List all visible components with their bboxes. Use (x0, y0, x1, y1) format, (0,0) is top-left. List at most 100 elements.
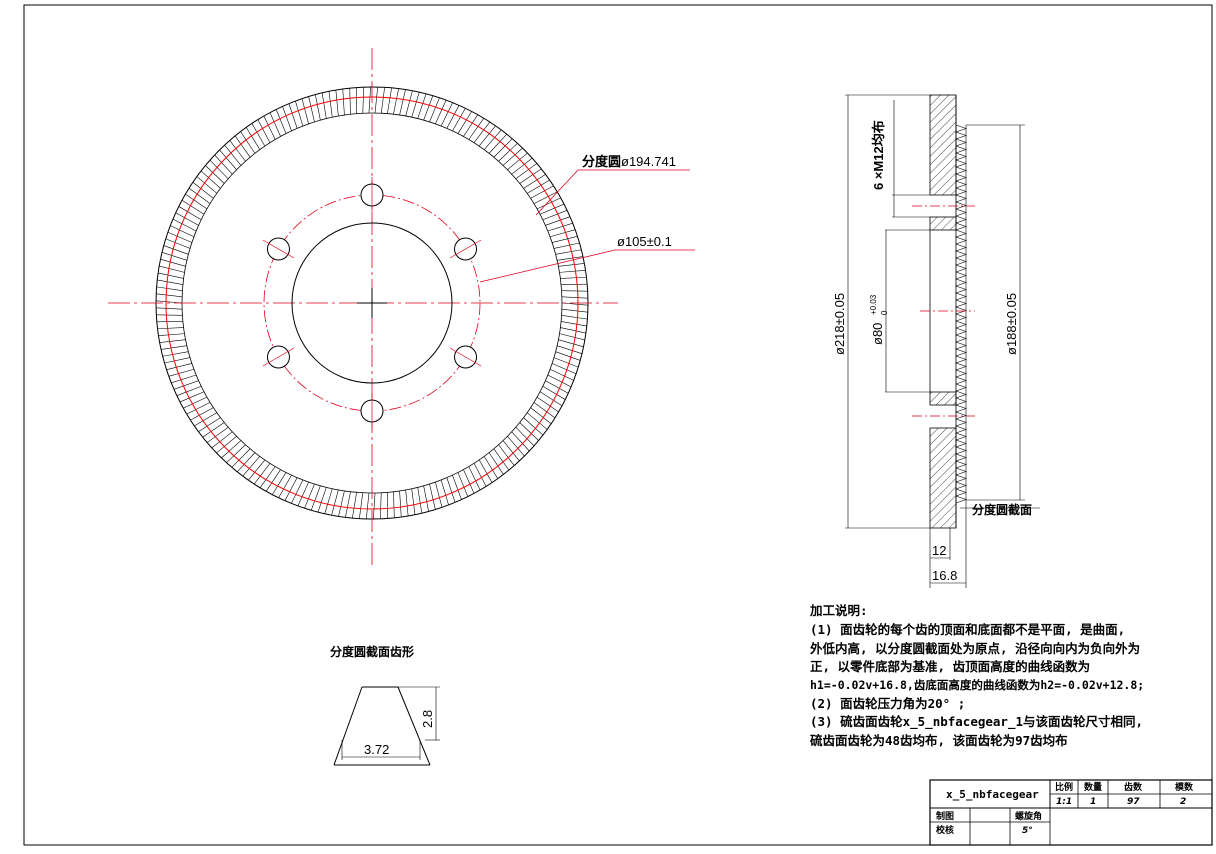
tooth-line (156, 307, 183, 310)
tooth-line (561, 321, 587, 327)
tooth-line (523, 174, 546, 189)
tooth-line (463, 114, 479, 137)
tooth-line (304, 483, 315, 509)
tooth-line (278, 474, 292, 498)
tooth-line (229, 140, 246, 162)
tooth-line (530, 185, 554, 199)
tooth-line (194, 412, 218, 427)
bore-diameter-label: ø80 (870, 323, 885, 345)
section-upper-a (929, 94, 957, 196)
tooth-line (297, 481, 309, 507)
tooth-line (511, 157, 533, 175)
bore-tol-lower: 0 (880, 310, 889, 315)
pitch-leader (535, 169, 579, 216)
tooth-line (190, 407, 214, 421)
tooth-line (315, 94, 321, 121)
bore-tol-upper: +0.03 (869, 294, 878, 315)
tooth-line (291, 479, 304, 504)
tooth-line (547, 222, 573, 232)
tooth-line (446, 477, 456, 503)
tooth-line (457, 111, 472, 134)
tooth-line (198, 417, 221, 432)
tooth-line (507, 436, 525, 457)
tooth-line (156, 293, 183, 298)
tooth-line (561, 315, 588, 320)
tooth-line (214, 154, 233, 175)
tooth-line (493, 448, 510, 471)
tooth-line (234, 135, 251, 158)
value-qty: 1 (1090, 797, 1096, 807)
tooth-line (463, 469, 475, 494)
tooth-line (161, 345, 187, 350)
tooth-line (423, 485, 429, 512)
tooth-height-label: 2.8 (420, 710, 435, 728)
tooth-line (405, 489, 409, 516)
profile-left-flank (333, 686, 363, 766)
tooth-line (272, 472, 287, 495)
header-scale: 比例 (1055, 781, 1073, 793)
tooth-line (533, 191, 558, 204)
tooth-line (209, 159, 229, 179)
tooth-line (488, 134, 508, 154)
tooth-line (248, 459, 266, 481)
tooth-line (523, 417, 544, 436)
tooth-line (335, 90, 339, 117)
tooth-line (561, 308, 588, 313)
tooth-line (555, 351, 581, 361)
tooth-line (352, 492, 357, 519)
bolt-hole-centerline (262, 347, 295, 367)
note-line-1: (1) 面齿轮的每个齿的顶面和底面都不是平面, 是曲面, (810, 622, 1125, 637)
tooth-line (167, 231, 192, 243)
tooth-line (253, 463, 271, 485)
tooth-line (468, 118, 485, 140)
tooth-line (158, 333, 185, 336)
tooth-line (331, 489, 339, 516)
tooth-line (539, 203, 565, 215)
tooth-line (387, 87, 392, 114)
tooth-line (423, 95, 434, 121)
tooth-line (295, 100, 304, 127)
tooth-line (547, 374, 572, 388)
tooth-line (545, 380, 569, 394)
tooth-line (317, 487, 327, 513)
tooth-line (374, 87, 378, 114)
section-upper-b (929, 216, 957, 231)
tooth-line (196, 176, 218, 194)
tooth-line (560, 276, 587, 279)
tooth-line (559, 270, 586, 273)
tooth-line (160, 258, 186, 267)
tooth-line (211, 431, 233, 449)
tooth-line (236, 452, 256, 472)
note-line-5: (2) 面齿轮压力角为20° ; (810, 696, 965, 711)
bolt-hole-centerline (449, 347, 482, 367)
tooth-line (452, 108, 466, 132)
tooth-line (473, 121, 491, 143)
tooth-line (515, 427, 535, 447)
tooth-line (349, 88, 351, 115)
tooth-line (188, 187, 211, 204)
tooth-line (163, 245, 189, 255)
tooth-line (553, 357, 579, 368)
value-teeth: 97 (1127, 797, 1140, 807)
bolt-circle-label: ø105±0.1 (617, 234, 672, 249)
tooth-line (185, 193, 208, 210)
tooth-line (526, 412, 548, 430)
tooth-line (282, 106, 292, 131)
tooth-line (181, 199, 205, 215)
tooth-line (542, 210, 568, 221)
tooth-line (171, 374, 197, 384)
tooth-line (473, 463, 487, 487)
tooth-line (483, 129, 502, 150)
bolt-circle-leader (479, 249, 616, 283)
header-teeth: 齿数 (1124, 781, 1143, 793)
tooth-line (231, 448, 251, 468)
tooth-line (245, 127, 261, 150)
tooth-line (345, 491, 351, 518)
bolt-hole-centerline (262, 239, 295, 259)
tooth-line (301, 98, 309, 124)
drawn-label: 制图 (936, 810, 954, 822)
tooth-line (411, 488, 416, 515)
tooth-line (362, 87, 364, 114)
tooth-line (157, 327, 184, 330)
